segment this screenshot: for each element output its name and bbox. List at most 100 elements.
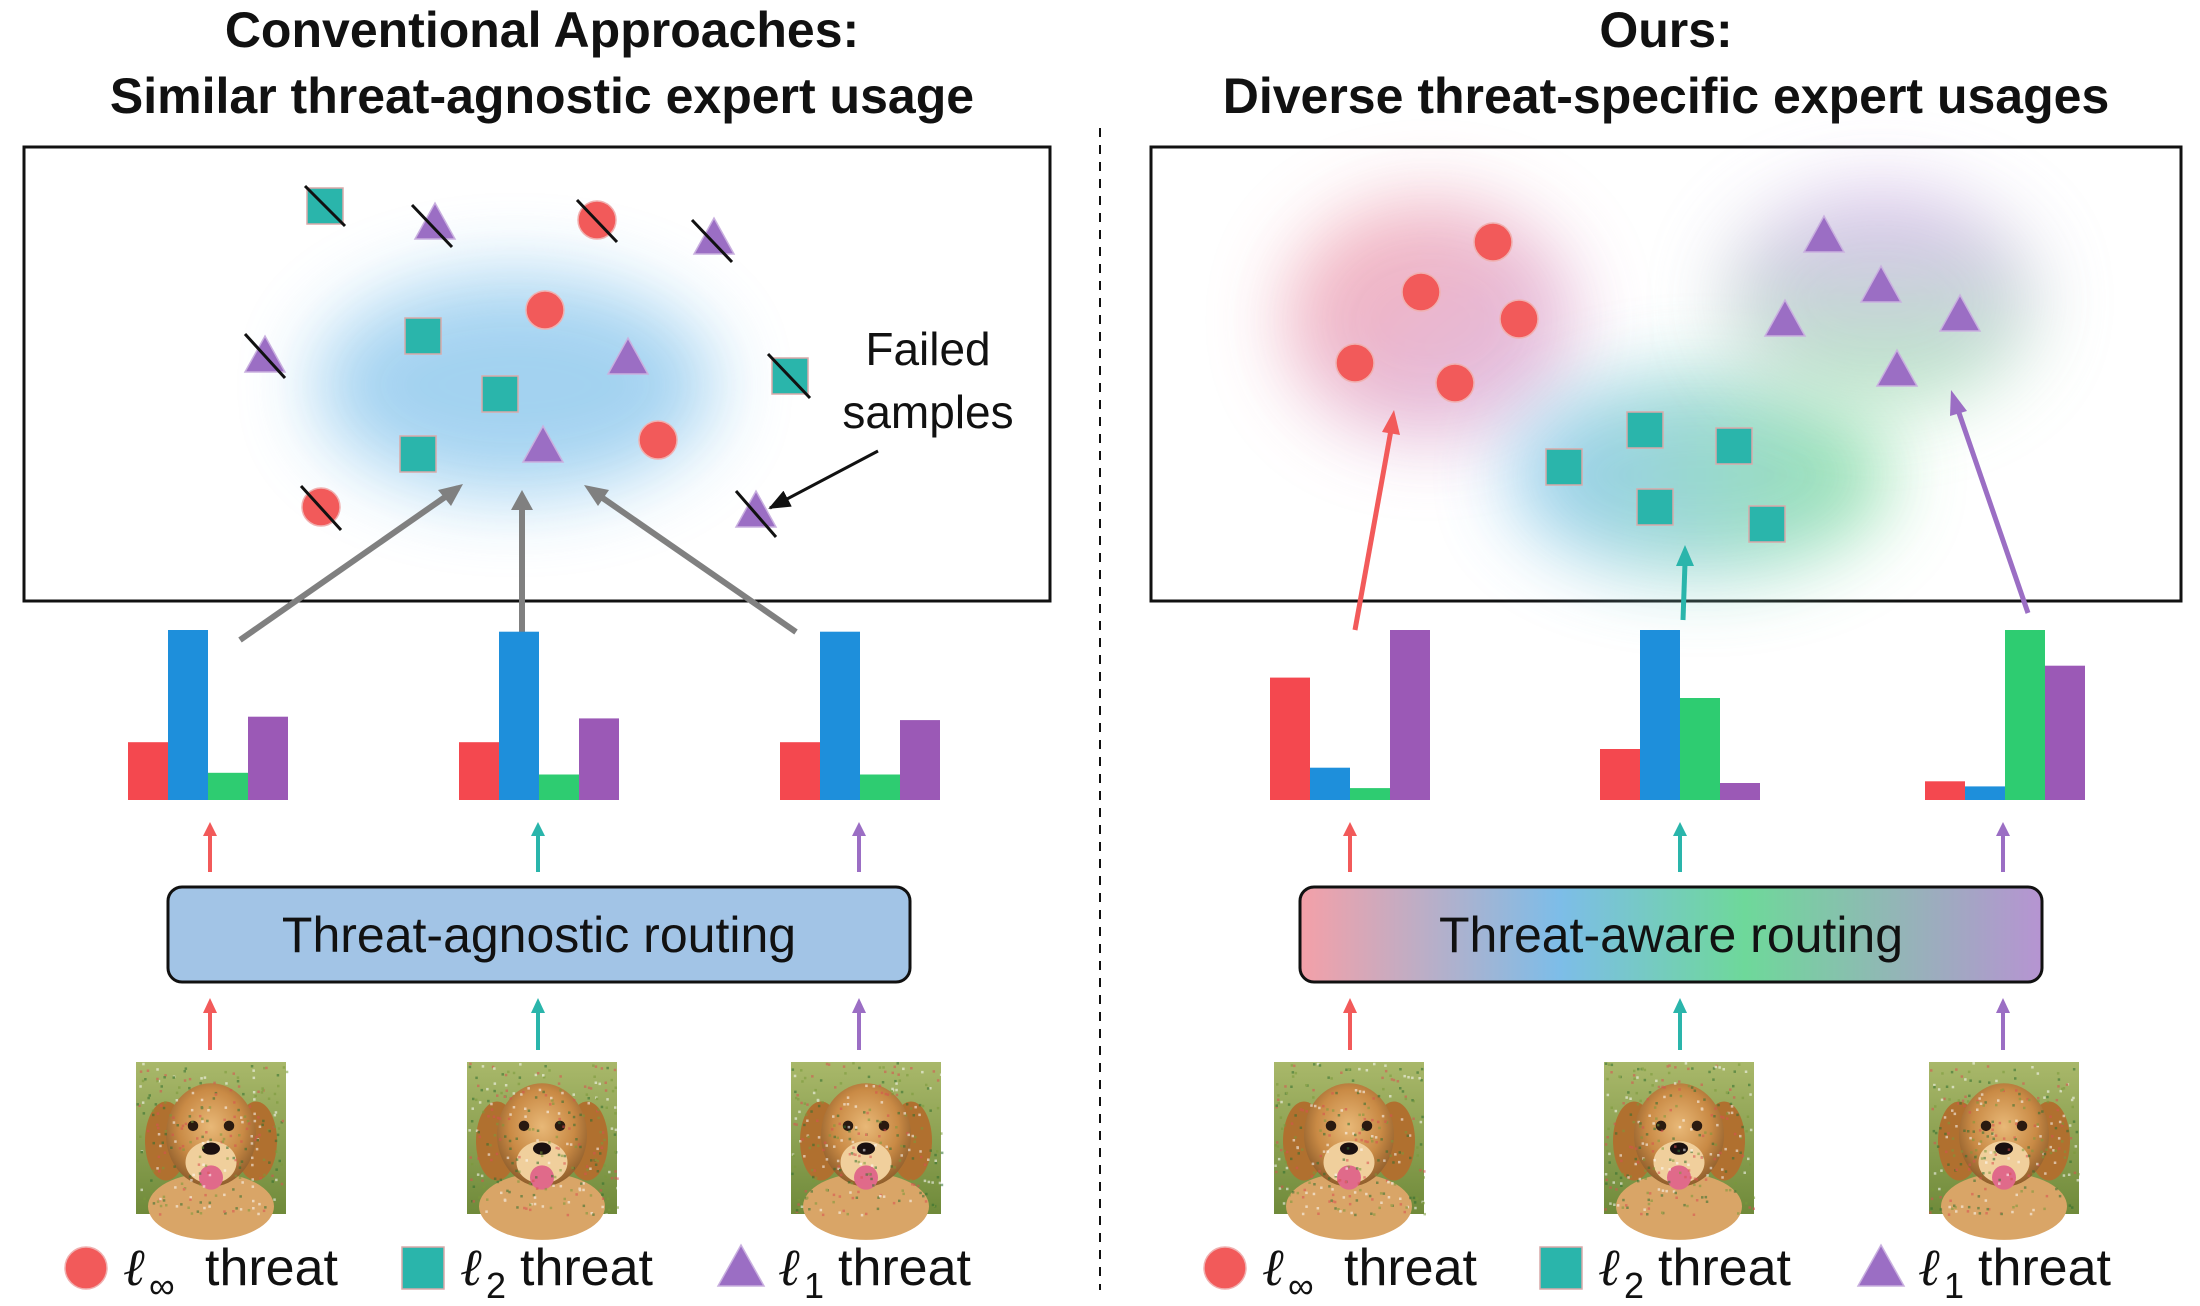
expert-bar-4 [2045,665,2085,800]
failed-strike-icon [690,218,734,264]
expert-bar-1 [780,742,820,800]
left-expert-usage-chart [780,631,940,800]
legend-symbol: ℓ [123,1238,145,1298]
expert-bar-2 [820,631,860,800]
right-feature-space [1149,145,2183,603]
left-title-line2: Similar threat-agnostic expert usage [110,68,974,124]
l1-arrowhead-icon [1996,998,2010,1013]
linf-sample [525,290,565,330]
l2-cluster [1510,375,1890,575]
failed-strike-icon [243,332,287,380]
failed-sample [734,489,778,538]
failed-sample [410,201,457,249]
legend-symbol: ℓ [1262,1238,1284,1298]
failed-samples-arrow-icon [768,449,879,510]
l2-sample [1636,488,1674,526]
failed-sample [243,332,287,380]
gray-arrowhead-icon [511,490,533,510]
legend-subscript: 2 [1624,1265,1644,1301]
dog-photo-icon [791,1062,944,1240]
l2-sample [1545,448,1583,486]
right-expert-usage-charts [1270,630,2085,800]
right-small-arrows [1343,822,2010,1050]
legend-label: threat [1344,1239,1478,1297]
expert-bar-4 [248,716,288,800]
dog-photo-icon [136,1062,289,1240]
legend-label: threat [205,1239,339,1297]
legend-label: threat [1978,1239,2112,1297]
linf-arrowhead-icon [203,822,217,836]
threat-agnostic-routing-label: Threat-agnostic routing [282,907,796,963]
right-title-line1: Ours: [1599,2,1732,58]
linf-sample [1473,222,1513,262]
expert-bar-2 [499,631,539,800]
expert-bar-1 [459,742,499,800]
l1-route-arrow-icon [1955,409,2031,614]
threat-aware-routing-box [1298,885,2044,984]
linf-route-arrowhead-icon [1382,410,1400,435]
left-small-arrows [203,822,866,1050]
expert-bar-3 [860,774,900,800]
left-feature-space: Failed samples [22,145,1052,603]
legend-symbol: ℓ [460,1238,482,1298]
right-title-line2: Diverse threat-specific expert usages [1223,68,2110,124]
legend-subscript: 1 [1944,1265,1964,1301]
failed-strike-icon [410,203,454,249]
gray-arrowhead-icon [438,484,463,506]
linf-sample [1401,272,1441,312]
legend-subscript: 2 [486,1265,506,1301]
expert-bar-2 [168,630,208,800]
l2-sample [481,375,519,413]
l1-sample [521,424,565,463]
linf-arrowhead-icon [1343,822,1357,836]
dog-photo-icon [1274,1062,1426,1240]
l2-arrowhead-icon [531,998,545,1013]
left-expert-usage-chart [128,630,288,800]
expert-bar-3 [208,772,248,800]
left-expert-usage-charts [128,630,940,800]
expert-bar-4 [900,720,940,800]
circle-marker-icon [64,1246,108,1290]
failed-sample [690,216,736,264]
expert-bar-3 [2005,630,2045,800]
expert-bar-2 [1965,786,2005,800]
gray-arrow-icon [238,485,460,643]
expert-bar-3 [1680,698,1720,800]
l2-sample [1715,427,1753,465]
l1-arrowhead-icon [852,822,866,836]
left-expert-usage-chart [459,631,619,800]
expert-bar-1 [128,742,168,800]
expert-bar-2 [1310,767,1350,800]
gray-arrow-icon [592,489,798,635]
l2-sample [1626,411,1664,449]
dog-photo-icon [1929,1062,2080,1240]
expert-bar-4 [1390,630,1430,800]
l2-arrowhead-icon [1673,822,1687,836]
expert-bar-1 [1925,781,1965,800]
input-images [136,1062,2080,1240]
l2-sample [399,435,437,473]
legend-symbol: ℓ [778,1238,800,1298]
right-expert-usage-chart [1270,630,1430,800]
failed-samples-label-line2: samples [842,386,1013,438]
triangle-marker-icon [716,1243,766,1287]
legend-label: threat [520,1239,654,1297]
expert-bar-4 [579,718,619,800]
expert-bar-2 [1640,630,1680,800]
l2-sample [1748,505,1786,543]
l2-route-arrowhead-icon [1676,545,1694,566]
linf-sample [1335,343,1375,383]
legend-symbol: ℓ [1598,1238,1620,1298]
linf-sample [1499,299,1539,339]
legend-item-circle: ℓ∞threat [64,1238,339,1306]
threat-agnostic-routing-box [166,885,912,984]
l2-arrowhead-icon [531,822,545,836]
linf-route-arrow-icon [1352,429,1394,631]
l2-arrowhead-icon [1673,998,1687,1013]
